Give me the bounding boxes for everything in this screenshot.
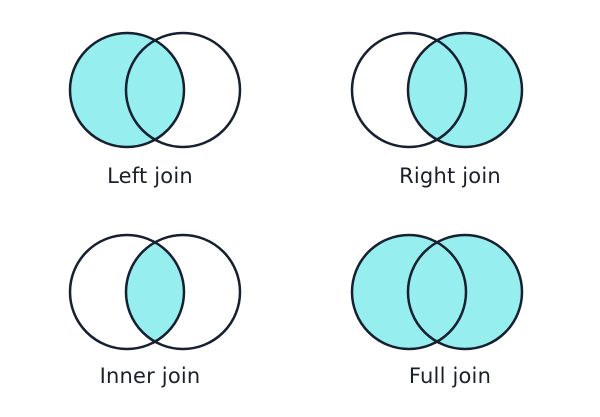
- full-join-venn: [350, 233, 524, 351]
- right-join-venn: [350, 31, 524, 149]
- left-join-panel: Left join: [0, 0, 300, 208]
- inner-join-venn: [68, 233, 242, 351]
- left-circle: [350, 233, 468, 351]
- left-join-label: Left join: [107, 164, 193, 188]
- right-join-label: Right join: [399, 164, 501, 188]
- right-circle: [406, 233, 524, 351]
- left-circle: [350, 31, 468, 149]
- full-join-label: Full join: [408, 364, 492, 388]
- left-join-venn: [68, 31, 242, 149]
- left-circle: [68, 31, 186, 149]
- inner-join-panel: Inner join: [0, 208, 300, 416]
- right-circle: [406, 31, 524, 149]
- inner-join-label: Inner join: [99, 364, 201, 388]
- right-join-panel: Right join: [300, 0, 600, 208]
- right-circle: [124, 233, 242, 351]
- right-circle: [124, 31, 242, 149]
- full-join-panel: Full join: [300, 208, 600, 416]
- left-circle: [68, 233, 186, 351]
